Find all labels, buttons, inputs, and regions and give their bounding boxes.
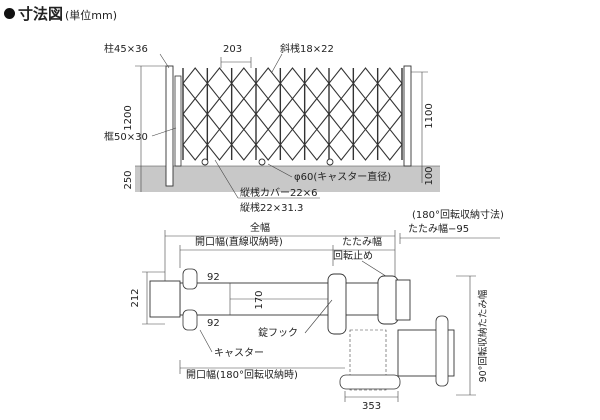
inner-170-label: 170 (254, 290, 265, 309)
lattice-diamond (328, 97, 355, 131)
rotated-caster (435, 315, 449, 387)
height-1200-label: 1200 (123, 105, 134, 130)
lattice-diamond (230, 97, 257, 131)
lattice-diamond (376, 67, 403, 100)
caster-wheel (201, 158, 209, 166)
lattice-diamond (303, 128, 330, 161)
lattice-diamond (182, 67, 209, 100)
cover-label: 縦桟カバー22×6 (240, 186, 317, 199)
pitch-label: 203 (223, 44, 242, 55)
lattice-diamond (279, 128, 306, 161)
top-caster-left (182, 268, 198, 290)
left-frame (174, 75, 182, 167)
bullet-icon (4, 8, 15, 19)
rail-100-label: 100 (424, 166, 435, 185)
caster-wheel (326, 158, 334, 166)
fold-width-95-label: たたみ幅−95 (408, 222, 469, 235)
lattice-diamond (352, 128, 379, 161)
lattice-diamond (279, 67, 306, 100)
stopper-part (377, 275, 399, 325)
lattice-diamond (255, 97, 282, 131)
caster-label: キャスター (214, 347, 264, 359)
elevation-view: 1200 250 1100 100 柱45×36 203 斜桟18×22 框50… (104, 42, 440, 214)
right-post (403, 65, 412, 167)
rail-250-label: 250 (123, 170, 134, 189)
lattice-diamond (328, 67, 355, 100)
rotated-fold-dashed (349, 329, 387, 391)
rotated-bottom-caster (339, 374, 401, 390)
vertical-bar-label: 縦桟22×31.3 (240, 201, 303, 214)
lattice-diamond (230, 67, 257, 100)
drawing-heading: 寸法図(単位mm) (4, 3, 117, 24)
lattice-diamond (206, 67, 233, 100)
depth-212-label: 212 (130, 288, 141, 307)
caster-wheel (258, 158, 266, 166)
fold-width-label: たたみ幅 (342, 235, 382, 248)
gap-92-bottom-label: 92 (207, 318, 220, 329)
heading-unit: (単位mm) (65, 9, 118, 22)
lattice-diamond (182, 97, 209, 131)
frame-label: 框50×30 (104, 130, 148, 143)
lattice-diamond (303, 97, 330, 131)
height-1100-label: 1100 (424, 103, 435, 128)
left-post-block (149, 280, 181, 318)
lattice-diamond (376, 128, 403, 161)
opening-rotated-label: 開口幅(180°回転収納時) (186, 368, 298, 381)
lattice-diamond (303, 67, 330, 100)
rotation-size-label: (180°回転収納寸法) (412, 208, 504, 221)
accordion-lattice (182, 67, 403, 161)
right-post-block (395, 279, 411, 321)
lattice-diamond (352, 97, 379, 131)
caster-row (201, 158, 334, 166)
heading-title: 寸法図 (18, 5, 64, 23)
width-353-label: 353 (362, 401, 381, 412)
gap-92-top-label: 92 (207, 272, 220, 283)
bottom-caster-left (182, 309, 198, 331)
left-post (165, 65, 174, 187)
lock-hook-label: 錠フック (258, 326, 298, 339)
lattice-diamond (182, 128, 209, 161)
plan-view: (180°回転収納寸法) たたみ幅−95 全幅 開口幅(直線収納時) たたみ幅 … (130, 208, 504, 412)
lattice-diamond (230, 128, 257, 161)
ground-band (135, 166, 440, 192)
stopper-label: 回転止め (333, 250, 373, 262)
lattice-diamond (206, 128, 233, 161)
lock-hook-part (327, 273, 347, 335)
overall-width-label: 全幅 (250, 221, 270, 234)
lattice-diamond (255, 67, 282, 100)
lattice-diamond (376, 97, 403, 131)
lattice-diamond (328, 128, 355, 161)
lattice-diamond (255, 128, 282, 161)
caster-diameter-label: φ60(キャスター直径) (294, 170, 391, 183)
post-label: 柱45×36 (104, 42, 148, 55)
lattice-diamond (352, 67, 379, 100)
rotation-90-label: 90°回転収納たたみ幅 (477, 289, 489, 382)
opening-straight-label: 開口幅(直線収納時) (195, 235, 283, 248)
diagonal-label: 斜桟18×22 (280, 42, 334, 55)
lattice-diamond (206, 97, 233, 131)
lattice-diamond (279, 97, 306, 131)
